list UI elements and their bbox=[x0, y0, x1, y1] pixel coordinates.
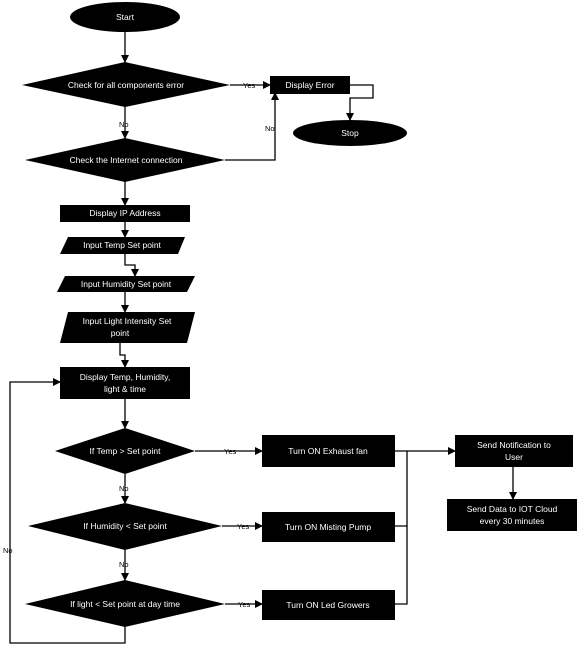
node-send-cloud-label-1: Send Data to IOT Cloud bbox=[467, 504, 558, 514]
node-decision-humidity[interactable]: If Humidity < Set point bbox=[28, 503, 222, 550]
node-decision-temp[interactable]: If Temp > Set point bbox=[55, 428, 195, 474]
node-display-ip[interactable]: Display IP Address bbox=[60, 205, 190, 222]
node-input-humidity[interactable]: Input Humidity Set point bbox=[57, 276, 195, 292]
node-display-ip-label: Display IP Address bbox=[89, 208, 160, 218]
node-send-notification-label-2: User bbox=[505, 452, 523, 462]
node-send-notification[interactable]: Send Notification to User bbox=[455, 435, 573, 467]
node-check-internet-label: Check the Internet connection bbox=[70, 155, 183, 165]
edge-temp-to-humidity bbox=[124, 254, 139, 277]
node-decision-humidity-label: If Humidity < Set point bbox=[83, 521, 167, 531]
node-start[interactable]: Start bbox=[70, 2, 180, 32]
node-decision-light[interactable]: If light < Set point at day time bbox=[25, 580, 225, 627]
edge-label-yes-1: Yes bbox=[243, 81, 255, 90]
edge-label-no-5: No bbox=[3, 546, 13, 555]
node-input-light[interactable]: Input Light Intensity Set point bbox=[60, 312, 195, 343]
node-input-temp[interactable]: Input Temp Set point bbox=[60, 237, 185, 254]
edge-error-to-stop bbox=[346, 84, 374, 121]
node-start-label: Start bbox=[116, 12, 135, 22]
node-action-pump-label: Turn ON Misting Pump bbox=[285, 522, 371, 532]
node-send-cloud-label-2: every 30 minutes bbox=[480, 516, 545, 526]
edges bbox=[9, 32, 517, 644]
edge-pump-to-bus bbox=[395, 451, 408, 527]
edge-label-yes-4: Yes bbox=[238, 600, 250, 609]
node-send-cloud[interactable]: Send Data to IOT Cloud every 30 minutes bbox=[447, 499, 577, 531]
node-display-env-label-2: light & time bbox=[104, 384, 146, 394]
node-stop-label: Stop bbox=[341, 128, 359, 138]
edge-label-yes-3: Yes bbox=[237, 522, 249, 531]
node-action-pump[interactable]: Turn ON Misting Pump bbox=[262, 512, 395, 542]
node-send-notification-label-1: Send Notification to bbox=[477, 440, 551, 450]
node-display-error-label: Display Error bbox=[285, 80, 334, 90]
node-input-temp-label: Input Temp Set point bbox=[83, 240, 161, 250]
edge-label-no-4: No bbox=[119, 560, 129, 569]
node-stop[interactable]: Stop bbox=[293, 120, 407, 146]
node-check-components-label: Check for all components error bbox=[68, 80, 184, 90]
node-display-env[interactable]: Display Temp, Humidity, light & time bbox=[60, 367, 190, 399]
node-decision-temp-label: If Temp > Set point bbox=[90, 446, 162, 456]
edge-label-no-3: No bbox=[119, 484, 129, 493]
node-display-env-label-1: Display Temp, Humidity, bbox=[80, 372, 170, 382]
edge-internet-to-error bbox=[225, 92, 279, 161]
node-action-fan[interactable]: Turn ON Exhaust fan bbox=[262, 435, 395, 467]
edge-labels: Yes No No Yes No Yes No Yes No bbox=[3, 81, 275, 609]
node-display-error[interactable]: Display Error bbox=[270, 76, 350, 94]
edge-label-no-2: No bbox=[265, 124, 275, 133]
edge-loop-back bbox=[9, 378, 126, 644]
edge-label-yes-2: Yes bbox=[224, 447, 236, 456]
edge-light-to-display bbox=[119, 343, 129, 368]
node-check-components[interactable]: Check for all components error bbox=[22, 62, 230, 107]
node-action-lamp[interactable]: Turn ON Led Growers bbox=[262, 590, 395, 620]
node-input-light-label-1: Input Light Intensity Set bbox=[83, 316, 172, 326]
node-check-internet[interactable]: Check the Internet connection bbox=[25, 138, 225, 182]
edge-label-no-1: No bbox=[119, 120, 129, 129]
node-input-humidity-label: Input Humidity Set point bbox=[81, 279, 172, 289]
node-decision-light-label: If light < Set point at day time bbox=[70, 599, 180, 609]
edge-lamp-to-bus bbox=[395, 526, 408, 605]
node-action-fan-label: Turn ON Exhaust fan bbox=[288, 446, 368, 456]
node-input-light-label-2: point bbox=[111, 328, 130, 338]
node-action-lamp-label: Turn ON Led Growers bbox=[286, 600, 369, 610]
